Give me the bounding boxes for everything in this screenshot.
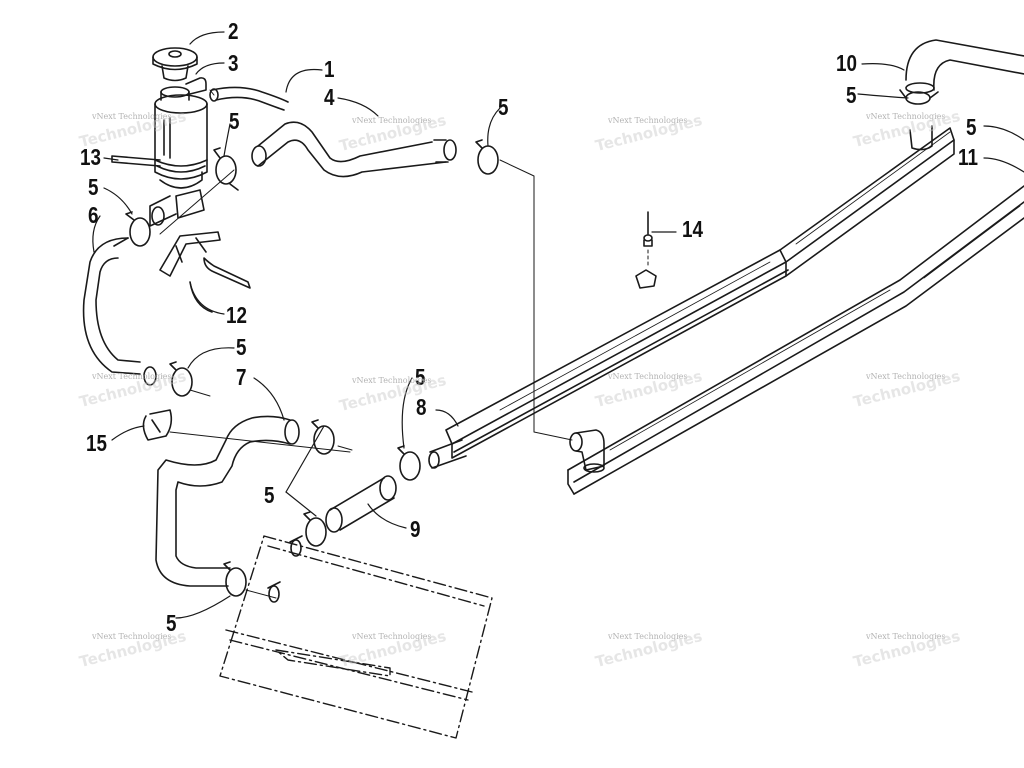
callout-14: 14 <box>682 216 703 242</box>
callout-7: 7 <box>236 364 247 390</box>
callout-15: 15 <box>86 430 107 456</box>
clip-15 <box>142 409 173 441</box>
callout-13: 13 <box>80 144 101 170</box>
hose-7 <box>155 415 300 587</box>
hose-9 <box>325 475 397 533</box>
callout-5-hose10: 5 <box>846 82 857 108</box>
callout-5-right: 5 <box>966 114 977 140</box>
callout-11: 11 <box>958 144 978 170</box>
callout-4: 4 <box>324 84 335 110</box>
callout-5-hose6: 5 <box>236 334 247 360</box>
callout-9: 9 <box>410 516 421 542</box>
callout-5-reservoir: 5 <box>229 108 240 134</box>
callout-10: 10 <box>836 50 857 76</box>
mounting-bracket <box>159 231 251 313</box>
callout-6: 6 <box>88 202 99 228</box>
callout-1: 1 <box>324 56 335 82</box>
callout-5-outlet: 5 <box>88 174 99 200</box>
callout-12: 12 <box>226 302 247 328</box>
overflow-hose <box>211 86 289 111</box>
callout-2: 2 <box>228 18 239 44</box>
reservoir-strap <box>111 155 161 167</box>
vent-fitting <box>185 77 207 95</box>
callout-5-lower: 5 <box>166 610 177 636</box>
callout-5-hose9: 5 <box>264 482 275 508</box>
callout-5-hose4: 5 <box>498 94 509 120</box>
leader-lines <box>92 31 1024 619</box>
hose-10 <box>905 39 1024 151</box>
callout-5-tube8: 5 <box>415 364 426 390</box>
heat-exchanger-left <box>445 127 955 459</box>
connection-lines <box>159 89 573 599</box>
callout-3: 3 <box>228 50 239 76</box>
hose-4 <box>251 121 457 178</box>
coolant-reservoir <box>149 86 208 227</box>
couplings <box>267 535 303 603</box>
fastener-14 <box>635 211 657 289</box>
elbow-fitting <box>569 429 605 473</box>
reservoir-cap <box>152 47 198 82</box>
hose-6 <box>82 237 157 386</box>
chassis-panel <box>219 535 493 739</box>
heat-exchanger-right <box>567 185 1024 495</box>
callout-8: 8 <box>416 394 427 420</box>
hose-clamps <box>125 89 939 597</box>
